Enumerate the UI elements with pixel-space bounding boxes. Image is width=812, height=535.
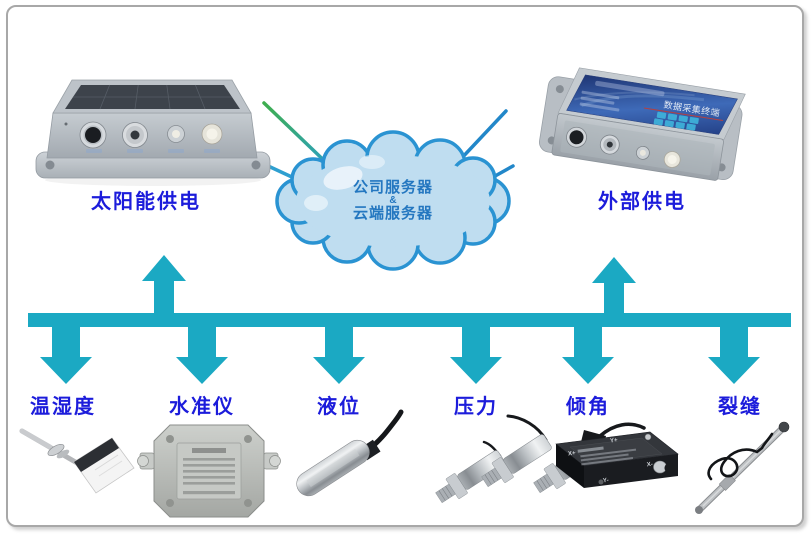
- axis-marking-x-minus: X-: [647, 462, 654, 469]
- tilt-screw-hole: [644, 433, 652, 441]
- tilt-connector: [664, 463, 676, 473]
- label-sensor-crack: 裂缝: [718, 396, 762, 418]
- solar-panel: [65, 84, 240, 110]
- tilt-box-front: [584, 454, 678, 488]
- label-sensor-tilt: 倾角: [566, 396, 610, 418]
- label-solar-power: 太阳能供电: [91, 191, 201, 213]
- cloud-caption-line1: 公司服务器: [352, 179, 433, 196]
- connector-caption-smudges: [86, 149, 220, 153]
- sensor-photo-level-gauge: [137, 424, 281, 518]
- cloud-caption-line2: 云端服务器: [352, 205, 433, 222]
- downlink-arrow-temperature-humidity: [40, 320, 92, 384]
- solar-gateway-connectors: [79, 121, 223, 149]
- label-sensor-temperature-humidity: 温湿度: [30, 396, 96, 418]
- rs485-connector: [606, 141, 613, 148]
- sensor-photo-liquid-level: [296, 409, 404, 497]
- rod-tip-ball: [778, 421, 790, 433]
- cloud-highlights: [304, 155, 385, 211]
- tilt-screw-hole: [598, 479, 604, 485]
- backbone-bar: [28, 313, 791, 327]
- cloud-server-caption: 公司服务器 & 云端服务器: [311, 180, 475, 221]
- sensor-cable: [707, 432, 774, 481]
- label-sensor-liquid-level: 液位: [317, 396, 361, 418]
- downlink-arrow-pressure: [450, 320, 502, 384]
- blue-label-panel: 数据采集终端: [566, 74, 738, 135]
- downlink-arrow-level-gauge: [176, 320, 228, 384]
- flange-screw-hole: [555, 85, 564, 94]
- flange-screw-hole: [45, 160, 55, 170]
- tilt-box-left: [556, 444, 584, 488]
- axis-marking-y-minus: Y-: [603, 478, 609, 485]
- rod-collar: [718, 473, 736, 491]
- signal-line-upper-right: [456, 109, 508, 164]
- rs485-connector: [130, 130, 140, 140]
- uplink-arrow-solar: [142, 255, 186, 314]
- sensor-photo-temperature-humidity: [19, 428, 135, 494]
- sensor-photo-crack: [695, 421, 790, 514]
- plate-screw-holes: [166, 435, 252, 507]
- pressure-transducer: [481, 434, 552, 488]
- panel-spec-lines: [579, 90, 620, 112]
- power-knob-connector: [569, 130, 584, 145]
- panel-button-grid: [653, 111, 699, 131]
- label-sensor-pressure: 压力: [454, 396, 498, 418]
- flange-screw-hole: [251, 160, 261, 170]
- cloud-shape: [275, 130, 511, 271]
- solar-gateway-photo: [35, 79, 271, 186]
- sensor-photo-tilt: Y+ X+ X- Y-: [555, 431, 679, 488]
- external-gateway-photo: 数据采集终端: [539, 67, 746, 181]
- downlink-arrow-crack: [708, 320, 760, 384]
- label-sensor-level-gauge: 水准仪: [169, 396, 235, 418]
- power-knob-connector: [85, 127, 101, 143]
- cloud-caption-ampersand: &: [389, 195, 397, 206]
- uplink-arrow-external: [592, 257, 636, 314]
- label-external-power: 外部供电: [598, 191, 686, 213]
- downlink-arrow-liquid-level: [313, 320, 365, 384]
- tilt-label-plate: [569, 437, 663, 464]
- solar-gateway-body: [46, 112, 258, 159]
- axis-marking-y-plus: Y+: [610, 438, 619, 445]
- external-gateway-connectors: [566, 126, 681, 168]
- downlink-arrow-tilt: [562, 320, 614, 384]
- axis-marking-x-plus: X+: [568, 451, 577, 458]
